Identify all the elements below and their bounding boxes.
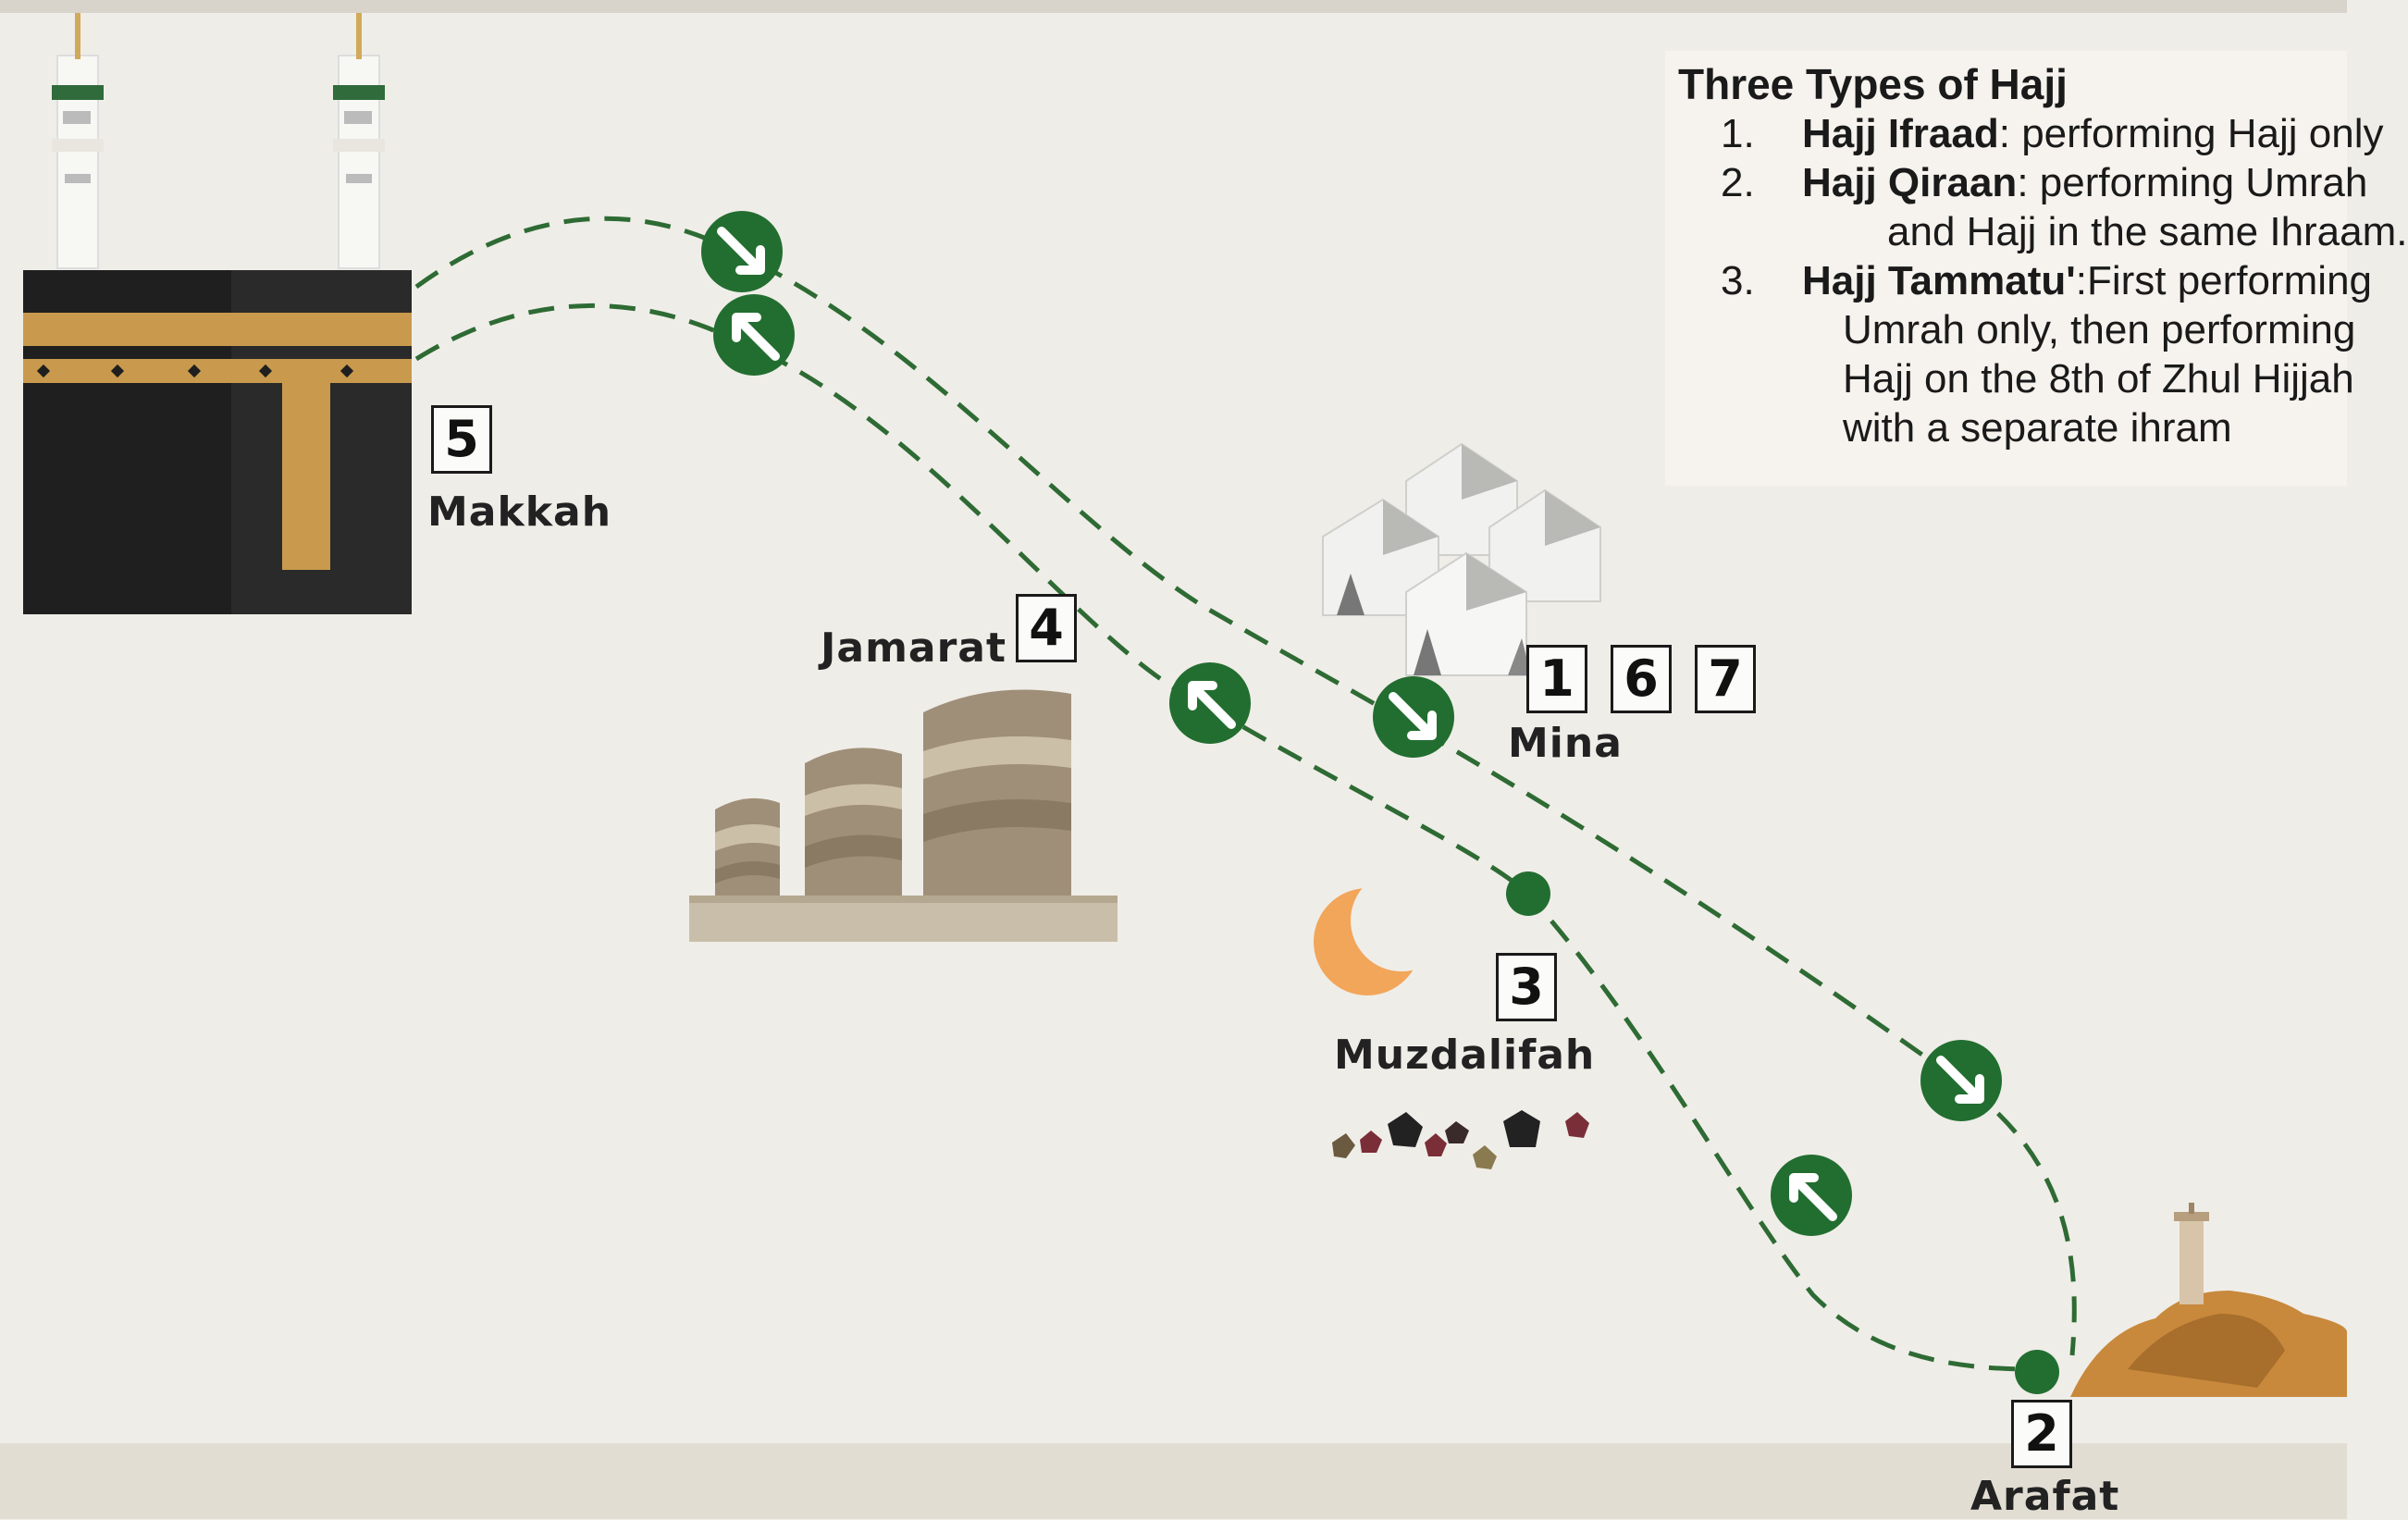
item-description-cont: and Hajj in the same Ihraam. bbox=[1887, 209, 2408, 254]
return-route bbox=[414, 303, 2036, 1372]
arafat-label: Arafat bbox=[1970, 1473, 2120, 1520]
muzdalifah-step-number: 3 bbox=[1496, 953, 1557, 1021]
item-number: 3. bbox=[1721, 258, 1755, 303]
mina-step-number: 6 bbox=[1611, 645, 1672, 713]
kaaba-icon bbox=[23, 270, 412, 614]
mina-step-number: 7 bbox=[1695, 645, 1756, 713]
arrow-marker-icon bbox=[1920, 1040, 2002, 1121]
pebbles-icon bbox=[1332, 1110, 1589, 1169]
item-number: 2. bbox=[1721, 160, 1755, 205]
hajj-types-panel: Three Types of Hajj 1. Hajj Ifraad: perf… bbox=[1665, 51, 2408, 486]
tents-icon bbox=[1322, 442, 1601, 676]
arafat-step-number: 2 bbox=[2011, 1400, 2072, 1468]
arrow-marker-icon bbox=[713, 294, 795, 376]
hajj-type-item: 2. Hajj Qiraan: performing Umrah and Haj… bbox=[1678, 158, 2408, 256]
item-name: Hajj Tammatu' bbox=[1802, 258, 2076, 303]
jamarat-label: Jamarat bbox=[821, 624, 1007, 672]
item-description: : performing Hajj only bbox=[1998, 111, 2384, 156]
jamarat-pillars-icon bbox=[689, 689, 1118, 942]
mount-arafat-icon bbox=[2070, 1203, 2347, 1397]
diagram-canvas bbox=[0, 0, 2347, 1519]
cropped-header-strip bbox=[0, 0, 2347, 13]
muzdalifah-waypoint bbox=[1506, 871, 1550, 916]
muzdalifah-label: Muzdalifah bbox=[1334, 1032, 1596, 1079]
item-number: 1. bbox=[1721, 111, 1755, 156]
hajj-type-item: 3. Hajj Tammatu':First performing Umrah … bbox=[1678, 256, 2372, 452]
arafat-waypoint bbox=[2015, 1350, 2059, 1394]
arrow-marker-icon bbox=[1169, 662, 1251, 744]
arrow-marker-icon bbox=[701, 211, 783, 292]
item-description: : performing Umrah bbox=[2017, 160, 2368, 205]
outbound-route bbox=[414, 216, 2077, 1356]
item-description-cont: Umrah only, then performing bbox=[1843, 307, 2356, 352]
crescent-icon bbox=[1314, 870, 1452, 995]
hajj-type-item: 1. Hajj Ifraad: performing Hajj only bbox=[1678, 109, 2383, 158]
makkah-label: Makkah bbox=[427, 488, 612, 536]
minaret-icon bbox=[52, 13, 104, 269]
item-description-cont: Hajj on the 8th of Zhul Hijjah bbox=[1843, 356, 2354, 402]
arrow-marker-icon bbox=[1771, 1155, 1852, 1236]
jamarat-step-number: 4 bbox=[1016, 594, 1077, 662]
item-description: :First performing bbox=[2075, 258, 2373, 303]
arrow-marker-icon bbox=[1373, 676, 1454, 758]
makkah-step-number: 5 bbox=[431, 405, 492, 474]
mina-label: Mina bbox=[1508, 720, 1623, 767]
bottom-ornament-band bbox=[0, 1443, 2347, 1519]
panel-title: Three Types of Hajj bbox=[1678, 60, 2068, 108]
item-name: Hajj Ifraad bbox=[1802, 111, 1999, 156]
item-description-cont: with a separate ihram bbox=[1843, 405, 2232, 451]
minaret-icon bbox=[333, 13, 385, 269]
item-name: Hajj Qiraan bbox=[1802, 160, 2018, 205]
mina-step-number: 1 bbox=[1526, 645, 1587, 713]
route-lines bbox=[414, 216, 2077, 1372]
